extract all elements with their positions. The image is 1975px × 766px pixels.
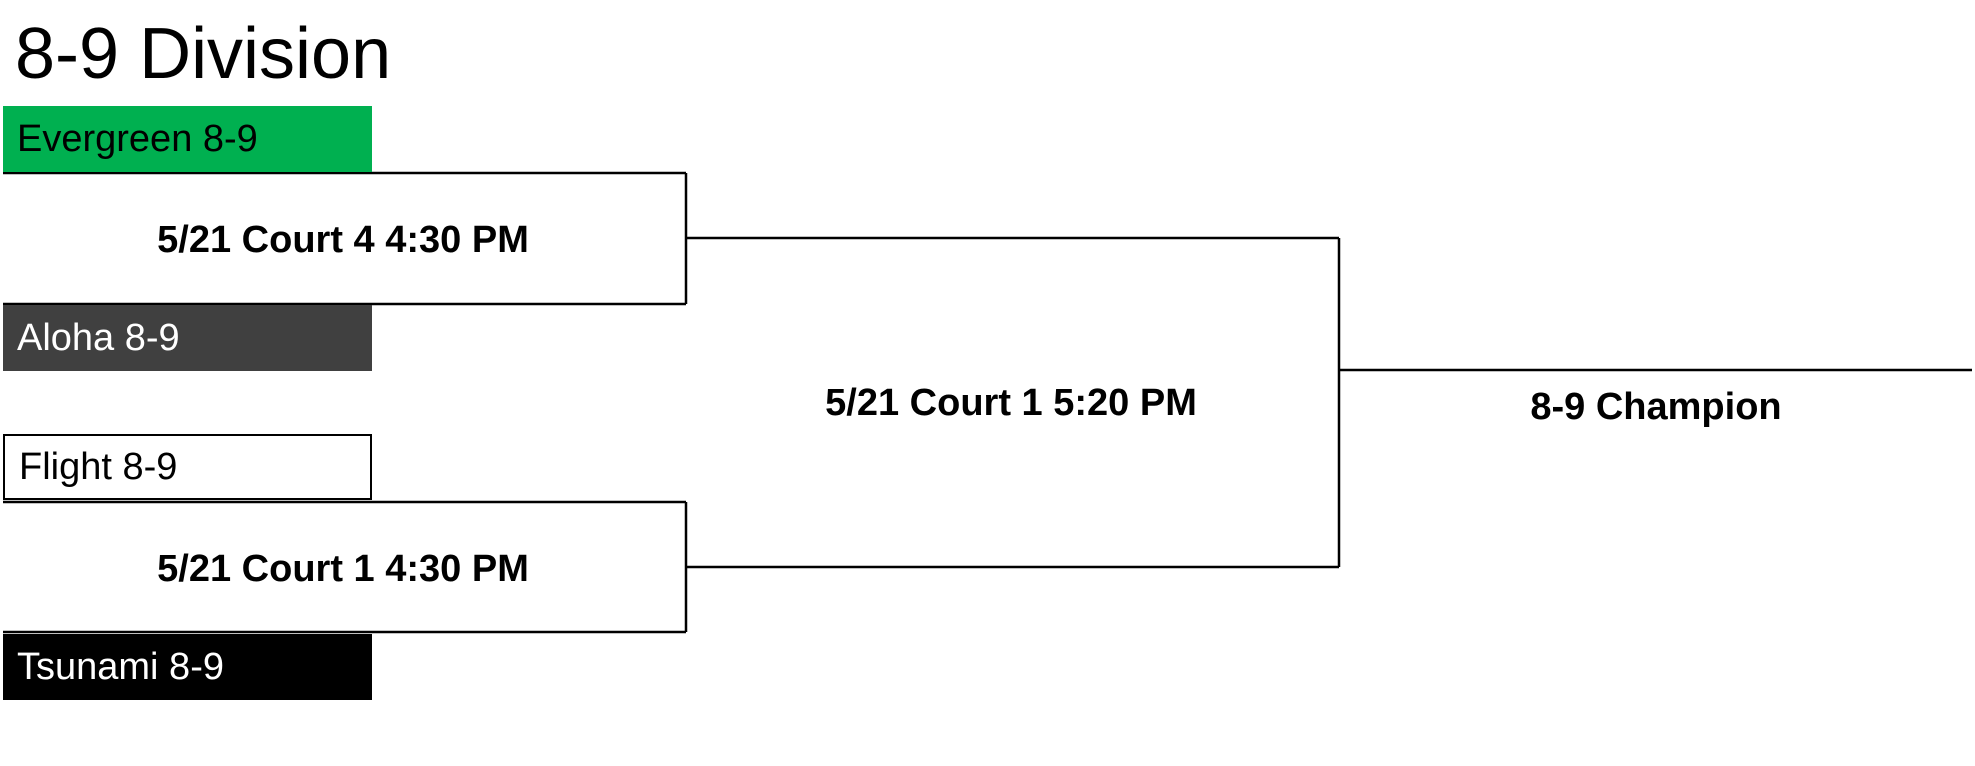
- team-tsunami-label: Tsunami 8-9: [17, 646, 224, 688]
- final-game-label: 5/21 Court 1 5:20 PM: [825, 382, 1197, 424]
- game-2-label: 5/21 Court 1 4:30 PM: [157, 548, 529, 590]
- team-flight-label: Flight 8-9: [19, 446, 178, 488]
- division-title: 8-9 Division: [15, 14, 392, 94]
- team-aloha-label: Aloha 8-9: [17, 317, 180, 359]
- team-aloha: Aloha 8-9: [3, 305, 372, 371]
- team-evergreen-label: Evergreen 8-9: [17, 118, 258, 160]
- game-1-label: 5/21 Court 4 4:30 PM: [157, 219, 529, 261]
- team-flight: Flight 8-9: [3, 434, 372, 500]
- team-tsunami: Tsunami 8-9: [3, 634, 372, 700]
- champion-label: 8-9 Champion: [1530, 386, 1782, 428]
- team-evergreen: Evergreen 8-9: [3, 106, 372, 172]
